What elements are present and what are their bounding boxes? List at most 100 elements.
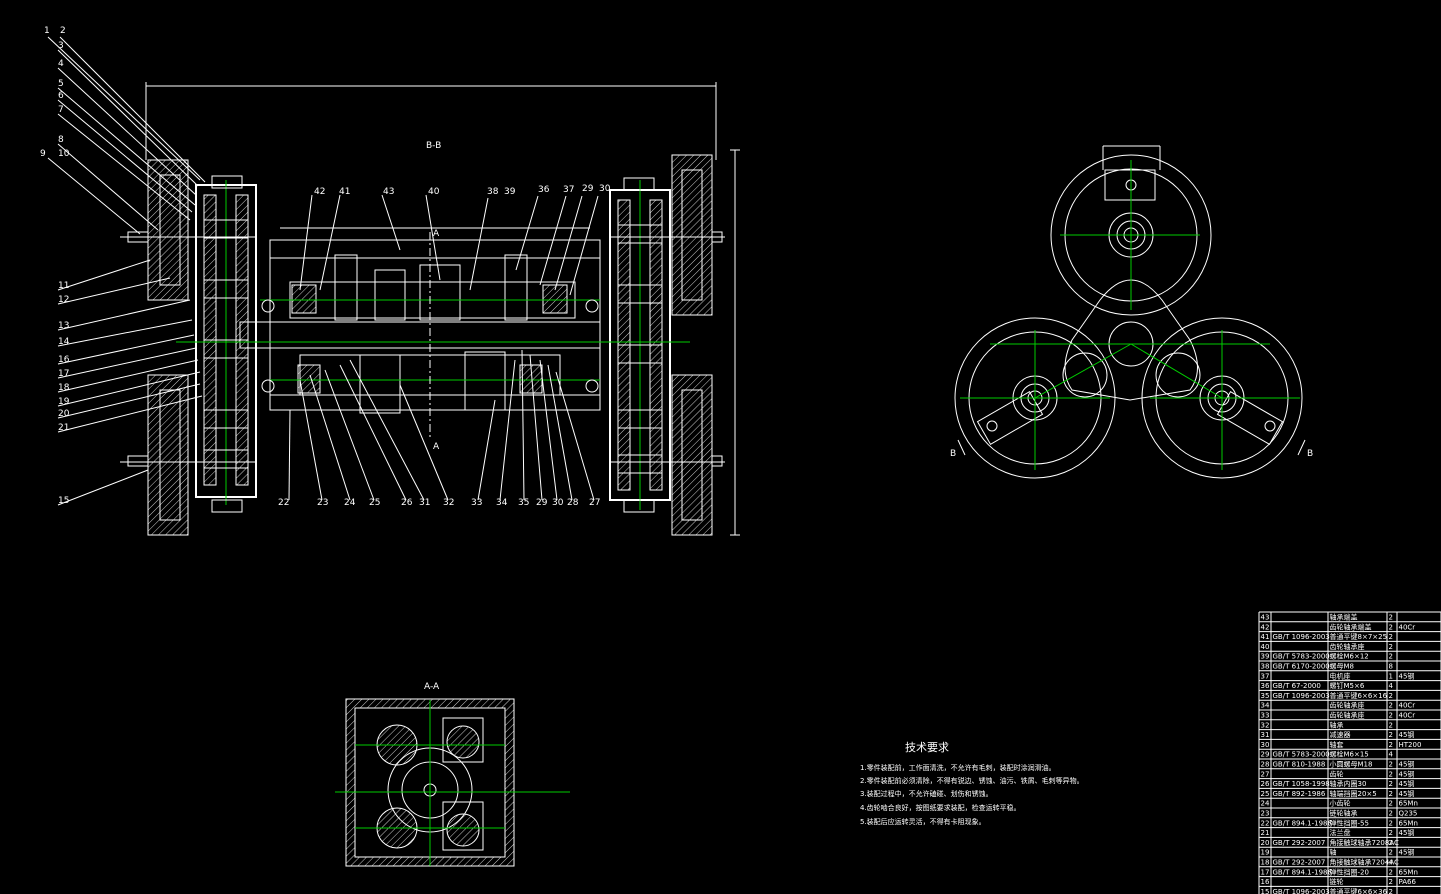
section-mark-b-left: B xyxy=(950,449,956,459)
callout-38: 38 xyxy=(487,187,499,197)
parts-cell-std: GB/T 67-2000 xyxy=(1273,682,1321,690)
parts-cell-no: 34 xyxy=(1261,702,1270,710)
parts-cell-name: 齿轮轴承座 xyxy=(1330,642,1365,651)
callout-19: 19 xyxy=(58,397,70,407)
parts-cell-no: 41 xyxy=(1261,633,1270,641)
parts-cell-name: 螺栓M6×15 xyxy=(1330,750,1369,759)
parts-cell-qty: 2 xyxy=(1389,829,1393,837)
parts-cell-no: 23 xyxy=(1261,810,1270,818)
parts-cell-std: GB/T 292-2007 xyxy=(1273,839,1326,847)
callout-34: 34 xyxy=(496,498,508,508)
parts-cell-name: 普通平键6×6×36 xyxy=(1330,887,1388,894)
parts-cell-no: 39 xyxy=(1261,653,1270,661)
parts-cell-mat: Q235 xyxy=(1399,810,1418,818)
left-callouts: 1 2 3 4 5 6 7 8 9 10 11 12 13 14 16 17 1… xyxy=(40,26,70,506)
callout-33: 33 xyxy=(471,498,482,508)
callout-6: 6 xyxy=(58,91,64,101)
parts-cell-qty: 2 xyxy=(1389,623,1393,631)
parts-cell-qty: 2 xyxy=(1389,780,1393,788)
parts-cell-mat: 45钢 xyxy=(1399,769,1415,778)
callout-4: 4 xyxy=(58,59,64,69)
parts-cell-no: 29 xyxy=(1261,751,1270,759)
callout-24: 24 xyxy=(344,498,356,508)
parts-cell-std: GB/T 810-1988 xyxy=(1273,761,1326,769)
parts-cell-no: 22 xyxy=(1261,819,1270,827)
parts-cell-no: 19 xyxy=(1261,849,1270,857)
parts-cell-qty: 2 xyxy=(1389,819,1393,827)
top-callouts: 42 41 43 40 38 39 36 37 29 30 xyxy=(314,184,611,197)
parts-cell-name: 轴 xyxy=(1330,848,1337,857)
callout-39: 39 xyxy=(504,187,516,197)
callout-11: 11 xyxy=(58,281,69,291)
parts-cell-name: 螺栓M6×12 xyxy=(1330,652,1369,661)
callout-36: 36 xyxy=(538,185,550,195)
parts-cell-qty: 2 xyxy=(1389,878,1393,886)
callout-5: 5 xyxy=(58,79,64,89)
parts-cell-qty: 2 xyxy=(1389,721,1393,729)
parts-cell-name: 角接触球轴承7208AC xyxy=(1330,838,1399,847)
parts-cell-std: GB/T 1058-1998 xyxy=(1273,780,1330,788)
parts-cell-mat: HT200 xyxy=(1399,741,1422,749)
callout-16: 16 xyxy=(58,355,70,365)
parts-cell-name: 链轮轴承 xyxy=(1330,809,1358,818)
parts-cell-mat: 45钢 xyxy=(1399,730,1415,739)
parts-cell-qty: 2 xyxy=(1389,790,1393,798)
parts-cell-mat: 40Cr xyxy=(1399,623,1416,631)
parts-cell-qty: 2 xyxy=(1389,839,1393,847)
parts-cell-qty: 4 xyxy=(1389,859,1394,867)
parts-cell-std: GB/T 894.1-1986 xyxy=(1273,868,1333,876)
parts-cell-qty: 2 xyxy=(1389,702,1393,710)
callout-9: 9 xyxy=(40,149,46,159)
parts-cell-std: GB/T 892-1986 xyxy=(1273,790,1326,798)
callout-21: 21 xyxy=(58,423,69,433)
parts-cell-no: 38 xyxy=(1261,663,1270,671)
bottom-callouts: 22 23 24 25 26 31 32 33 34 35 29 30 28 2… xyxy=(278,498,600,508)
parts-cell-mat: 45钢 xyxy=(1399,789,1415,798)
callout-14: 14 xyxy=(58,337,70,347)
tech-requirement-5: 5.装配后应运转灵活，不得有卡阻现象。 xyxy=(860,817,986,826)
section-aa-view: A-A xyxy=(335,682,570,867)
section-aa-title: A-A xyxy=(424,682,440,692)
parts-cell-mat: 45钢 xyxy=(1399,828,1415,837)
section-mark-a-top: A xyxy=(433,229,440,239)
section-bb-view: B-B xyxy=(40,26,740,536)
parts-cell-qty: 4 xyxy=(1389,751,1394,759)
parts-cell-no: 25 xyxy=(1261,790,1270,798)
parts-cell-mat: 40Cr xyxy=(1399,712,1416,720)
parts-cell-name: 小圆螺母M18 xyxy=(1330,760,1373,769)
parts-cell-std: GB/T 5783-2000 xyxy=(1273,653,1330,661)
parts-cell-no: 36 xyxy=(1261,682,1270,690)
callout-7: 7 xyxy=(58,105,64,115)
callout-28: 28 xyxy=(567,498,579,508)
bottom-leaders xyxy=(288,349,595,501)
callout-27: 27 xyxy=(589,498,600,508)
callout-12: 12 xyxy=(58,295,69,305)
parts-cell-name: 齿轮轴承端盖 xyxy=(1330,622,1372,631)
tech-requirement-4: 4.齿轮啮合良好，按图纸要求装配，检查运转平稳。 xyxy=(860,803,1021,812)
parts-cell-no: 20 xyxy=(1261,839,1270,847)
section-bb-title: B-B xyxy=(426,141,441,151)
parts-cell-mat: 45钢 xyxy=(1399,848,1415,857)
parts-cell-mat: 45钢 xyxy=(1399,779,1415,788)
parts-cell-std: GB/T 1096-2003 xyxy=(1273,888,1330,894)
callout-29-top: 29 xyxy=(582,184,594,194)
callout-41: 41 xyxy=(339,187,350,197)
parts-cell-qty: 2 xyxy=(1389,770,1393,778)
parts-cell-qty: 2 xyxy=(1389,653,1393,661)
parts-cell-std: GB/T 6170-2000 xyxy=(1273,663,1330,671)
parts-cell-no: 26 xyxy=(1261,780,1270,788)
parts-cell-qty: 2 xyxy=(1389,643,1393,651)
